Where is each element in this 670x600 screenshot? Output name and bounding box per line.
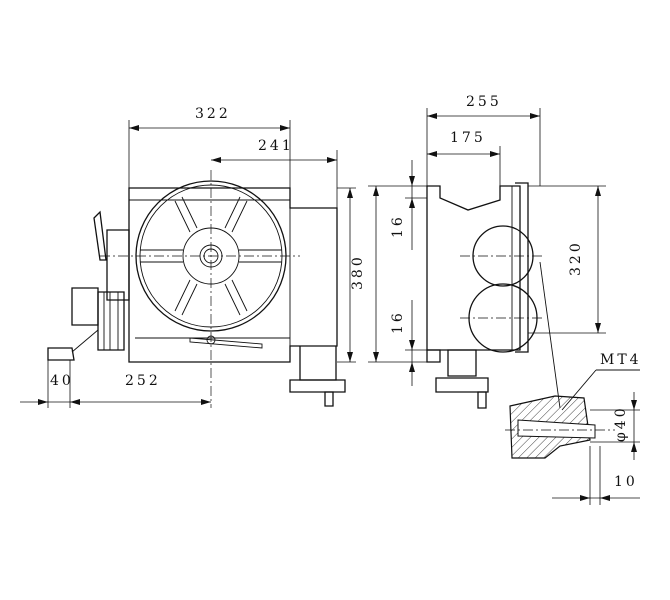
- taper-bore: [517, 419, 596, 439]
- handwheel-hub: [71, 287, 99, 326]
- dim-255: 255: [466, 94, 502, 110]
- dim-16-top: 16: [390, 214, 406, 238]
- dim-322: 322: [195, 106, 231, 122]
- crank-arm: [71, 329, 99, 353]
- side-view: [426, 182, 545, 409]
- side-foot-right: [447, 349, 477, 377]
- dim-320: 320: [568, 240, 584, 276]
- worm-housing: [106, 229, 130, 301]
- side-foot-base: [435, 377, 489, 393]
- t-slots: [140, 196, 282, 316]
- side-foot-pin: [477, 391, 487, 409]
- taper-leader: [539, 261, 561, 409]
- taper-detail: MT4 φ40 10: [505, 261, 642, 505]
- mt4-leader: [561, 369, 597, 411]
- front-foot: [299, 346, 337, 381]
- dim-16-bottom: 16: [390, 310, 406, 334]
- handwheel-dial: [97, 291, 125, 351]
- front-foot-base: [289, 379, 346, 393]
- front-dimensions: 322 241 380 40 252: [20, 106, 366, 408]
- side-table-plate: [515, 182, 529, 353]
- handle-arm: [93, 210, 107, 261]
- front-view: [47, 170, 346, 408]
- label-mt4: MT4: [600, 352, 642, 368]
- front-body-outline: [128, 187, 338, 363]
- dim-252: 252: [125, 373, 161, 389]
- clamp-lever: [189, 337, 263, 349]
- dim-10: 10: [614, 474, 638, 490]
- side-foot-left: [426, 349, 441, 363]
- side-dimensions: 255 175 16 16 320: [368, 94, 606, 386]
- dim-phi40: φ40: [613, 405, 629, 442]
- dim-40: 40: [50, 373, 74, 389]
- crank-handle: [47, 347, 75, 361]
- front-foot-pin: [324, 391, 334, 407]
- side-body-outline: [426, 185, 521, 351]
- dim-175: 175: [450, 130, 486, 146]
- dim-380: 380: [350, 254, 366, 290]
- dim-241: 241: [258, 138, 294, 154]
- clamp-pivot: [206, 335, 216, 345]
